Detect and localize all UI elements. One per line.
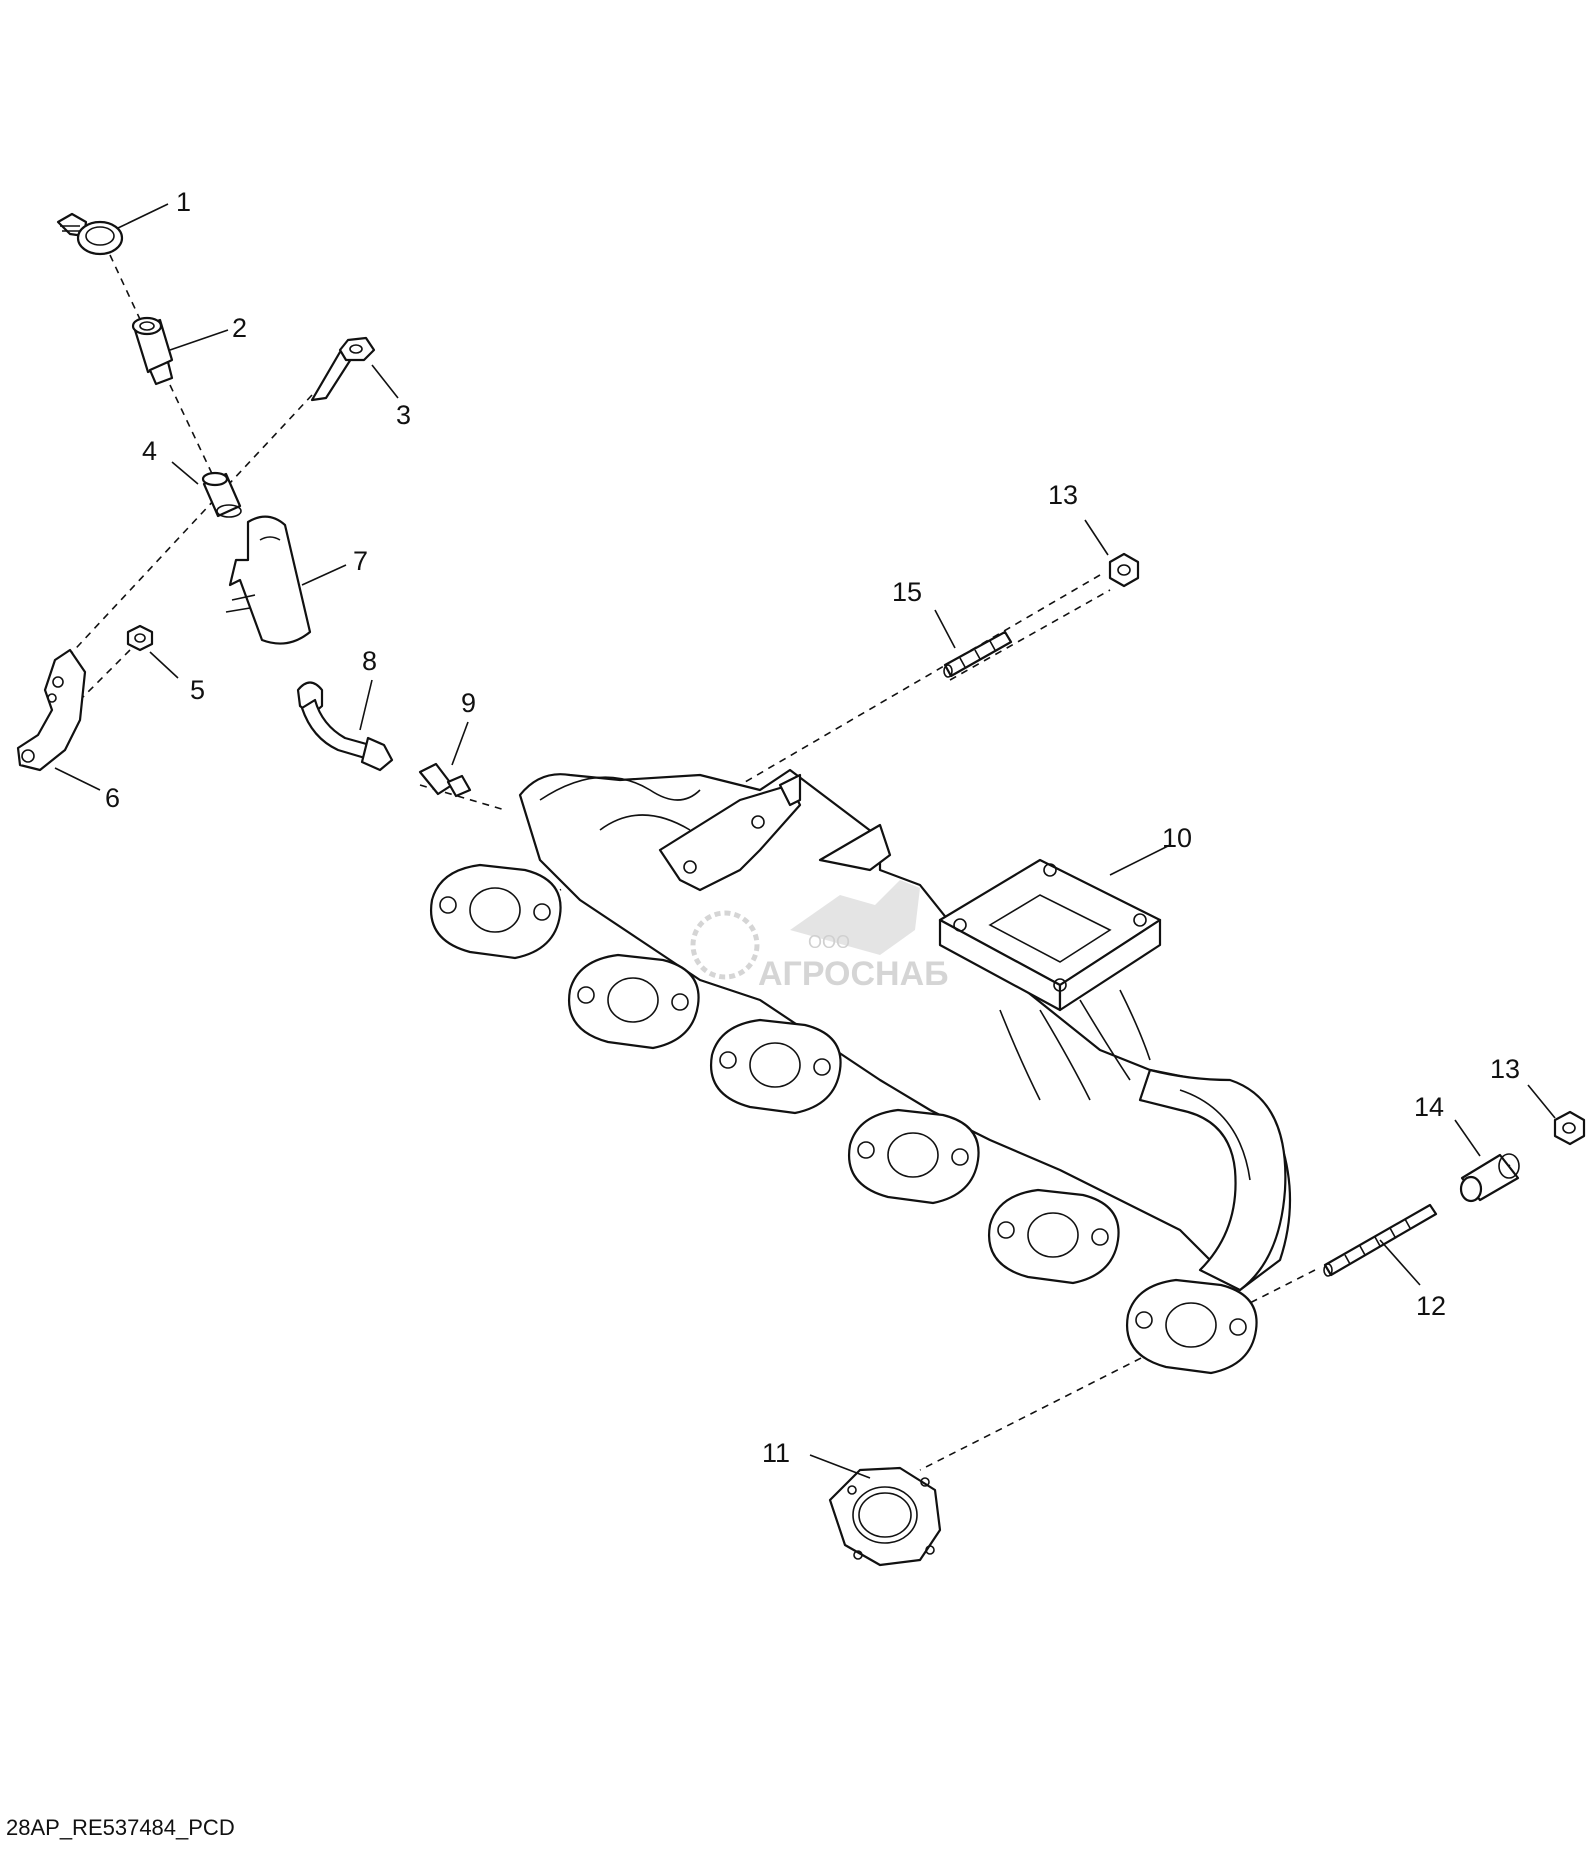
part-13-nut-lower — [1553, 1110, 1586, 1146]
callouts: 1 2 3 4 5 6 7 8 9 10 11 12 13 13 14 15 — [105, 187, 1520, 1468]
watermark-tractor-logo — [790, 880, 920, 955]
callout-8: 8 — [362, 646, 377, 676]
callout-13-lower: 13 — [1490, 1054, 1520, 1084]
part-6-bracket — [16, 648, 87, 772]
watermark-prefix: ООО — [808, 932, 850, 952]
callout-1: 1 — [176, 187, 191, 217]
leader-lines — [54, 203, 1556, 1479]
callout-3: 3 — [396, 400, 411, 430]
part-15-stud — [943, 630, 1013, 678]
watermark-gear-logo — [690, 910, 760, 980]
part-3-bolt — [310, 336, 376, 402]
port-flange-6 — [1125, 1278, 1258, 1375]
manifold-port-flanges — [429, 863, 1258, 1375]
watermark: ООО АГРОСНАБ — [690, 880, 949, 993]
callout-7: 7 — [353, 546, 368, 576]
part-13-nut-upper — [1108, 552, 1140, 588]
port-flange-5 — [987, 1188, 1120, 1285]
callout-2: 2 — [232, 313, 247, 343]
callout-14: 14 — [1414, 1092, 1444, 1122]
callout-5: 5 — [190, 675, 205, 705]
port-flange-3 — [709, 1018, 842, 1115]
callout-6: 6 — [105, 783, 120, 813]
port-flange-1 — [429, 863, 562, 960]
callout-13-upper: 13 — [1048, 480, 1078, 510]
part-1-clamp — [56, 212, 124, 256]
part-2-fitting — [131, 316, 174, 386]
drawing-code: 28AP_RE537484_PCD — [6, 1815, 235, 1840]
callout-15: 15 — [892, 577, 922, 607]
callout-10: 10 — [1162, 823, 1192, 853]
part-10-exhaust-manifold — [518, 768, 1292, 1292]
callout-9: 9 — [461, 688, 476, 718]
part-9-fitting — [418, 762, 472, 798]
part-4-spacer — [201, 471, 242, 518]
part-5-nut — [126, 624, 154, 652]
watermark-name: АГРОСНАБ — [758, 955, 949, 993]
port-flange-4 — [847, 1108, 980, 1205]
port-flange-2 — [567, 953, 700, 1050]
callout-12: 12 — [1416, 1291, 1446, 1321]
part-11-gasket — [828, 1466, 942, 1567]
part-8-oil-line — [296, 681, 394, 772]
callout-11: 11 — [762, 1438, 790, 1468]
part-7-heat-shield — [225, 515, 312, 645]
callout-4: 4 — [142, 436, 157, 466]
part-14-spacer-sleeve — [1459, 1153, 1520, 1203]
